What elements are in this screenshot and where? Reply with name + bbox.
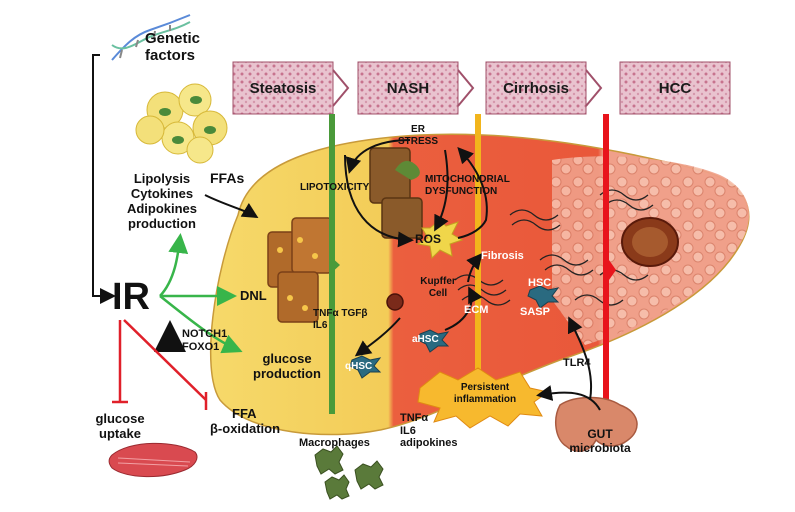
ros-burst	[416, 219, 464, 260]
hepatocytes	[267, 147, 423, 323]
notch-foxo-label: NOTCH1 FOXO1	[182, 328, 227, 353]
persistent-line: Persistent	[460, 382, 510, 393]
mito-line1: MITOCHONDRIAL	[425, 174, 510, 185]
kupffer-line2: Cell	[428, 287, 448, 299]
lipolysis-line: Lipolysis	[133, 171, 191, 186]
microbiota-line: microbiota	[569, 440, 631, 455]
er-stress-label: ER STRESS	[393, 124, 443, 147]
tlr4-label: TLR4	[563, 357, 591, 369]
gut-line: GUT	[587, 427, 613, 441]
production-line: production	[128, 215, 196, 231]
ros-label: ROS	[415, 232, 442, 246]
genetic-line1: Genetic	[145, 30, 201, 47]
foxo-line: FOXO1	[182, 340, 220, 353]
fibrosis-label: Fibrosis	[481, 250, 524, 262]
gut-microbiota-label: GUT microbiota	[560, 427, 640, 456]
macrophages-icon	[314, 445, 384, 500]
il6-bottom-line: IL6	[400, 424, 416, 437]
tnf-line: TNFα	[400, 412, 429, 424]
kupffer-label: Kupffer Cell	[408, 276, 468, 299]
glucose-uptake-line1: glucose	[95, 411, 145, 426]
cytokines-line: Cytokines	[130, 185, 194, 201]
mito-line2: DYSFUNCTION	[425, 185, 498, 197]
ir-label: IR	[112, 276, 150, 318]
production-line2: production	[253, 365, 321, 381]
persistent-inflammation-label: Persistent inflammation	[440, 382, 530, 405]
glucose-uptake-line2: uptake	[99, 425, 141, 441]
ffa-line: FFA	[232, 406, 257, 421]
cytokines-left-label: TNFα TGFβ IL6	[313, 308, 367, 331]
tnf-tgf-line: TNFα TGFβ	[313, 308, 368, 319]
macrophages-label: Macrophages	[299, 437, 370, 449]
beta-oxidation-line: β-oxidation	[210, 420, 281, 436]
notch-line: NOTCH1	[182, 328, 228, 340]
genetic-line2: factors	[145, 47, 196, 65]
arrow-cirrhosis-hcc	[585, 69, 603, 107]
glucose-production-label: glucose production	[242, 351, 332, 382]
glucose-line: glucose	[262, 351, 312, 366]
stage-label-nash: NASH	[386, 79, 430, 97]
stress-line: STRESS	[397, 135, 438, 147]
ffa-oxidation-label: FFA β-oxidation	[210, 406, 281, 437]
adipose-outputs-label: Lipolysis Cytokines Adipokines productio…	[102, 171, 222, 232]
dnl-label: DNL	[240, 288, 267, 303]
kupffer-line1: Kupffer	[420, 276, 456, 287]
arrow-steatosis-nash	[332, 69, 350, 107]
lipotoxicity-label: LIPOTOXICITY	[300, 182, 370, 193]
cytokines-bottom-label: TNFα IL6 adipokines	[400, 412, 457, 450]
qhsc-label: qHSC	[345, 361, 373, 372]
adipose-tissue	[135, 83, 228, 164]
stage-banners	[232, 61, 731, 115]
inhibition-lines	[112, 319, 208, 410]
hsc-label: HSC	[528, 277, 552, 289]
adipokines-bottom-line: adipokines	[400, 437, 458, 450]
hsc-cells	[349, 285, 560, 379]
il6-line: IL6	[313, 319, 328, 331]
flow-arrows	[92, 54, 601, 411]
adipokines-line: Adipokines	[126, 200, 198, 216]
hcc-bar	[603, 114, 609, 414]
ahsc-label: aHSC	[412, 334, 439, 345]
arrow-nash-cirrhosis	[457, 69, 475, 107]
kupffer-cell-icon	[386, 293, 404, 311]
stage-label-steatosis: Steatosis	[249, 79, 317, 97]
er-line: ER	[411, 124, 425, 135]
sasp-label: SASP	[520, 306, 550, 318]
mitochondrial-label: MITOCHONDRIAL DYSFUNCTION	[425, 174, 510, 197]
stage-label-cirrhosis: Cirrhosis	[503, 79, 569, 97]
genetic-factors-label: Genetic factors	[145, 30, 200, 65]
gut-shape	[554, 396, 638, 452]
inflammation-burst	[417, 367, 550, 429]
ffas-label: FFAs	[210, 170, 245, 186]
inflammation-line: inflammation	[453, 393, 517, 405]
green-arrows	[159, 233, 243, 354]
ecm-label: ECM	[464, 304, 489, 316]
dna-helix-icon	[111, 14, 191, 61]
stage-label-hcc: HCC	[658, 79, 692, 97]
glucose-uptake-label: glucose uptake	[85, 411, 155, 442]
